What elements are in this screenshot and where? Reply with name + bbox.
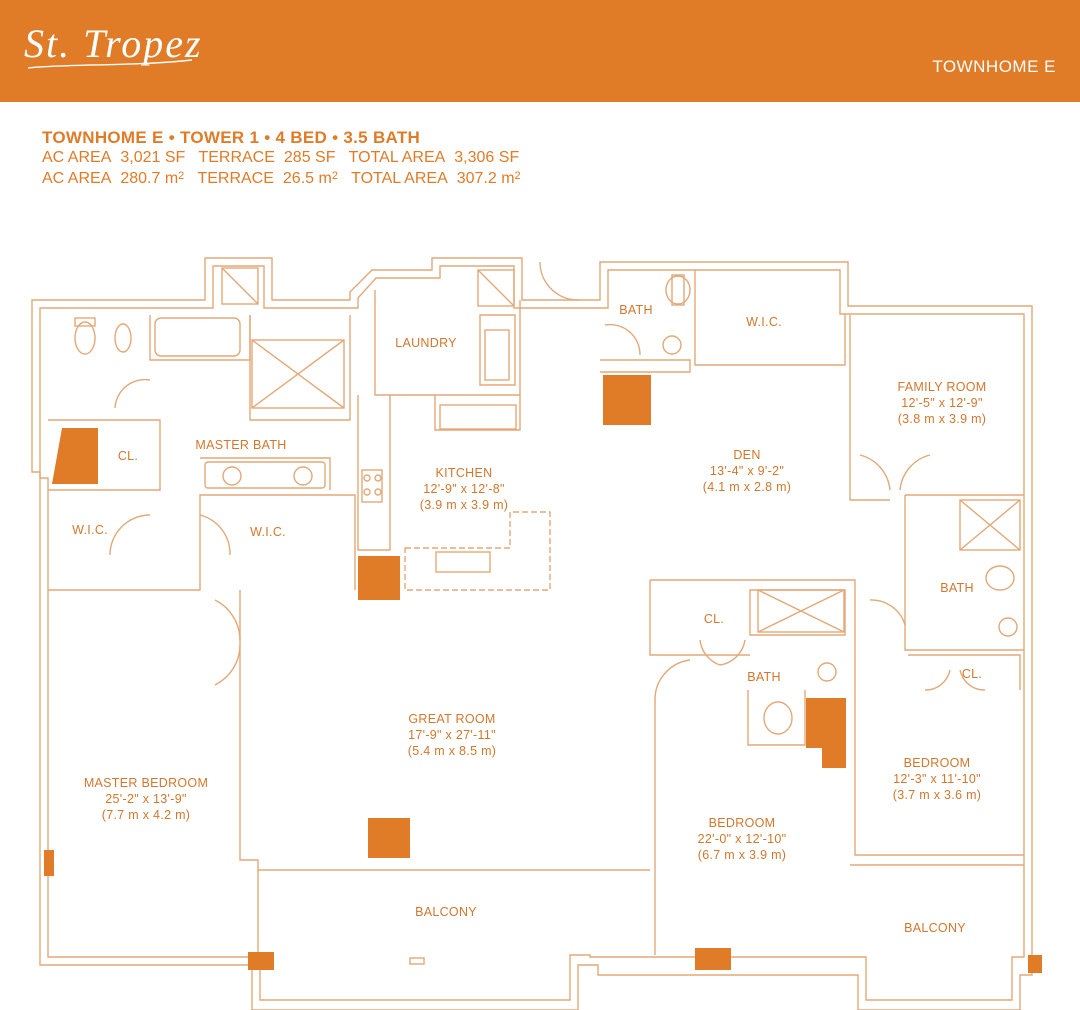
terrace-value: 285 SF	[283, 149, 336, 166]
label-bedroom-right: BEDROOM 12'-3" x 11'-10" (3.7 m x 3.6 m)	[892, 756, 982, 802]
door-swing	[214, 599, 241, 641]
vanity-master	[204, 461, 326, 489]
specs-title: TOWNHOME E • TOWER 1 • 4 BED • 3.5 BATH	[42, 128, 421, 147]
door-swing	[869, 599, 906, 626]
label-laundry: LAUNDRY	[395, 336, 457, 350]
label-master-bath: MASTER BATH	[195, 438, 287, 452]
door-swing	[699, 639, 721, 666]
interior-wall	[650, 579, 1024, 856]
toilet-mid	[763, 701, 793, 735]
door-swing	[214, 644, 241, 686]
label-great-room: GREAT ROOM 17'-9" x 27'-11" (5.4 m x 8.5…	[407, 712, 497, 758]
interior-wall	[747, 690, 806, 746]
terrace-label: TERRACE	[198, 149, 275, 166]
toilet-right	[985, 565, 1015, 591]
interior-wall	[908, 654, 1021, 690]
label-cl-master: CL.	[117, 449, 139, 463]
bidet-master	[114, 323, 132, 353]
kitchen-sink	[435, 551, 491, 573]
door-swing	[109, 514, 151, 556]
door-swing	[899, 454, 931, 491]
shower-top-left	[221, 267, 259, 305]
door-swing	[199, 514, 231, 556]
interior-wall	[239, 590, 259, 955]
door-swing	[604, 323, 641, 356]
shower-master	[251, 339, 345, 409]
interior-wall	[249, 315, 351, 421]
label-wic-top: W.I.C.	[746, 315, 782, 329]
toilet-top	[665, 275, 691, 305]
outer-wall	[31, 257, 1033, 1010]
interior-wall	[649, 580, 750, 656]
label-balcony-main: BALCONY	[415, 905, 477, 919]
ac-value: 3,021 SF	[120, 149, 186, 166]
inner-wall	[39, 265, 1025, 1001]
door-swing	[539, 261, 579, 301]
terrace-label-m: TERRACE	[197, 170, 274, 187]
header-banner: St. Tropez TOWNHOME E	[0, 0, 1080, 102]
ac-value-m: 280.7 m2	[120, 170, 185, 187]
sink-top	[662, 335, 682, 355]
total-value: 3,306 SF	[454, 149, 520, 166]
label-cl-bed3: CL.	[961, 667, 983, 681]
interior-wall	[849, 315, 890, 501]
door-swing	[924, 669, 951, 691]
label-master-bedroom: MASTER BEDROOM 25'-2" x 13'-9" (7.7 m x …	[83, 776, 209, 822]
structural-columns	[44, 375, 1042, 973]
sink-right	[998, 617, 1018, 637]
interior-wall	[357, 395, 391, 551]
interior-wall	[479, 314, 516, 386]
door-swing	[719, 639, 746, 666]
label-den: DEN 13'-4" x 9'-2" (4.1 m x 2.8 m)	[702, 448, 792, 494]
total-label: TOTAL AREA	[348, 149, 446, 166]
label-bath-mid: BATH	[747, 670, 781, 684]
toilet-master	[74, 321, 96, 355]
terrace-value-m: 26.5 m2	[282, 170, 338, 187]
label-wic-left: W.I.C.	[72, 523, 108, 537]
interior-wall	[904, 495, 1024, 651]
label-wic-mid: W.I.C.	[250, 525, 286, 539]
label-balcony-right: BALCONY	[904, 921, 966, 935]
interior-wall	[694, 270, 846, 366]
bathtub	[154, 317, 241, 357]
total-value-m: 307.2 m2	[456, 170, 521, 187]
door-swing	[859, 454, 891, 491]
interior-wall	[200, 457, 331, 490]
total-label-m: TOTAL AREA	[351, 170, 448, 187]
interior-wall	[434, 395, 521, 431]
label-kitchen: KITCHEN 12'-9" x 12'-8" (3.9 m x 3.9 m)	[419, 466, 509, 512]
unit-title: TOWNHOME E	[932, 57, 1056, 76]
door-swing	[654, 659, 691, 701]
interior-wall	[600, 359, 691, 373]
label-bedroom-mid: BEDROOM 22'-0" x 12'-10" (6.7 m x 3.9 m)	[697, 816, 787, 862]
logo-flourish-icon	[27, 59, 193, 69]
logo: St. Tropez	[24, 21, 203, 66]
counter	[404, 511, 551, 591]
label-bath-top: BATH	[619, 303, 653, 317]
ac-label-m: AC AREA	[42, 170, 112, 187]
interior-wall	[374, 290, 521, 396]
unit-specs: TOWNHOME E • TOWER 1 • 4 BED • 3.5 BATH …	[42, 128, 530, 188]
interior-wall	[48, 494, 356, 591]
label-cl-bed2: CL.	[703, 612, 725, 626]
shower-laundry	[477, 269, 515, 307]
ac-label: AC AREA	[42, 149, 112, 166]
interior-wall	[48, 419, 161, 491]
door-swing	[114, 378, 151, 409]
specs-metric: AC AREA 280.7 m2 TERRACE 26.5 m2 TOTAL ARE…	[42, 167, 530, 188]
specs-imperial: AC AREA 3,021 SF TERRACE 285 SF TOTAL AREA…	[42, 148, 530, 167]
interior-wall	[149, 315, 251, 361]
label-bath-right: BATH	[940, 581, 974, 595]
door-swing	[959, 669, 986, 691]
sink-mid	[817, 662, 837, 682]
label-family-room: FAMILY ROOM 12'-5" x 12'-9" (3.8 m x 3.9…	[897, 380, 987, 426]
